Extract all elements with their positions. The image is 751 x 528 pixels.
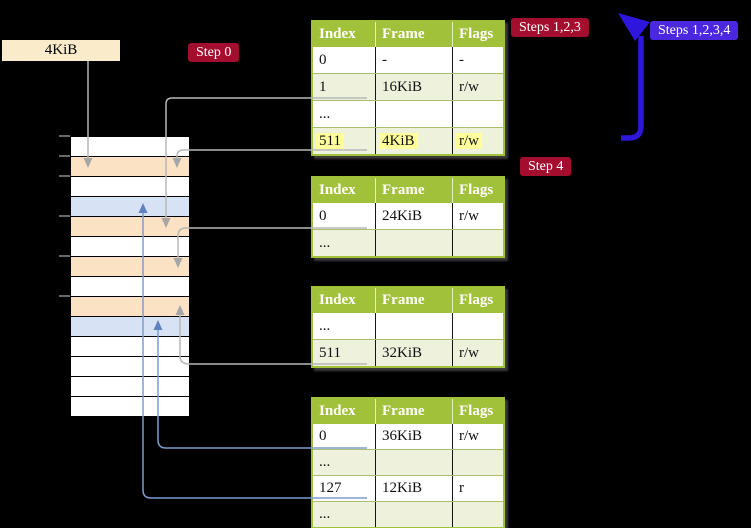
cell-flags (452, 313, 504, 340)
cell-flags: r/w (452, 203, 504, 230)
tick-marks (59, 135, 70, 297)
col-header-flags: Flags (452, 21, 504, 47)
col-header-flags: Flags (452, 398, 504, 424)
cell-index: 0 (312, 424, 376, 450)
page-table-fourth: Index Frame Flags 0 36KiB r/w ... 127 12… (311, 397, 505, 528)
page-table-top-level: Index Frame Flags 0 - - 1 16KiB r/w ... … (311, 20, 505, 156)
page-table-third: Index Frame Flags ... 511 32KiB r/w (311, 286, 505, 368)
table-header-row: Index Frame Flags (312, 21, 504, 47)
cell-flags: r/w (452, 127, 504, 155)
cell-frame: 12KiB (375, 475, 453, 502)
table-row: ... (312, 501, 504, 528)
page-table-second: Index Frame Flags 0 24KiB r/w ... (311, 176, 505, 258)
table-row: ... (312, 449, 504, 476)
cell-frame: 24KiB (375, 203, 453, 230)
col-header-frame: Frame (375, 287, 453, 313)
cell-index: 1 (312, 73, 376, 101)
cell-frame (375, 501, 453, 528)
table-row-highlighted: 511 4KiB r/w (312, 127, 504, 155)
cell-frame: 36KiB (375, 424, 453, 450)
page-size-label: 4KiB (2, 40, 120, 61)
table-row: ... (312, 229, 504, 257)
memory-frame-row-orange (71, 257, 189, 277)
col-header-frame: Frame (375, 21, 453, 47)
table-row: 511 32KiB r/w (312, 339, 504, 367)
table-row: 0 - - (312, 47, 504, 74)
memory-frame-row-white (71, 397, 189, 416)
cell-frame (375, 313, 453, 340)
cell-flags: r/w (452, 73, 504, 101)
cell-index: 0 (312, 47, 376, 74)
cell-index: ... (312, 229, 376, 257)
cell-flags: r (452, 475, 504, 502)
cell-index: ... (312, 501, 376, 528)
memory-frame-row-white (71, 337, 189, 357)
table-row: ... (312, 100, 504, 128)
cell-flags (452, 100, 504, 128)
step4-label: Step 4 (520, 157, 572, 176)
col-header-frame: Frame (375, 177, 453, 203)
cell-index: 511 (312, 339, 376, 367)
memory-frame-row-orange (71, 297, 189, 317)
memory-frame-row-white (71, 277, 189, 297)
table-row: 1 16KiB r/w (312, 73, 504, 101)
cell-flags: - (452, 47, 504, 74)
highlighted-value: r/w (456, 132, 482, 149)
memory-frame-row-white (71, 177, 189, 197)
table-header-row: Index Frame Flags (312, 177, 504, 203)
memory-frame-row-orange (71, 157, 189, 177)
col-header-index: Index (312, 21, 376, 47)
col-header-flags: Flags (452, 177, 504, 203)
col-header-flags: Flags (452, 287, 504, 313)
step0-label: Step 0 (188, 43, 240, 62)
steps1234-label: Steps 1,2,3,4 (650, 21, 739, 40)
table-row: 0 24KiB r/w (312, 203, 504, 230)
memory-frame-row-blue (71, 317, 189, 337)
cell-index: ... (312, 313, 376, 340)
thick-step-arrow (618, 13, 650, 141)
cell-index: 127 (312, 475, 376, 502)
cell-index: 0 (312, 203, 376, 230)
cell-flags (452, 449, 504, 476)
memory-frame-row-white (71, 357, 189, 377)
cell-index: 511 (312, 127, 376, 155)
table-header-row: Index Frame Flags (312, 398, 504, 424)
cell-frame: 4KiB (375, 127, 453, 155)
table-row: ... (312, 313, 504, 340)
cell-frame: - (375, 47, 453, 74)
cell-flags: r/w (452, 339, 504, 367)
cell-flags (452, 229, 504, 257)
cell-frame: 16KiB (375, 73, 453, 101)
cell-index: ... (312, 449, 376, 476)
table-row: 127 12KiB r (312, 475, 504, 502)
memory-column (70, 136, 190, 417)
memory-frame-row-orange (71, 217, 189, 237)
col-header-index: Index (312, 398, 376, 424)
memory-frame-row-white (71, 137, 189, 157)
memory-frame-row-blue (71, 197, 189, 217)
highlighted-value: 4KiB (379, 132, 418, 149)
cell-frame (375, 449, 453, 476)
cell-frame (375, 229, 453, 257)
col-header-index: Index (312, 177, 376, 203)
memory-frame-row-white (71, 237, 189, 257)
table-header-row: Index Frame Flags (312, 287, 504, 313)
col-header-index: Index (312, 287, 376, 313)
cell-flags (452, 501, 504, 528)
steps123-label: Steps 1,2,3 (511, 18, 589, 37)
cell-index: ... (312, 100, 376, 128)
cell-frame: 32KiB (375, 339, 453, 367)
cell-flags: r/w (452, 424, 504, 450)
arrowhead-up-left-icon (618, 13, 650, 41)
highlighted-value: 511 (316, 132, 344, 149)
cell-frame (375, 100, 453, 128)
col-header-frame: Frame (375, 398, 453, 424)
table-row: 0 36KiB r/w (312, 424, 504, 450)
memory-frame-row-white (71, 377, 189, 397)
